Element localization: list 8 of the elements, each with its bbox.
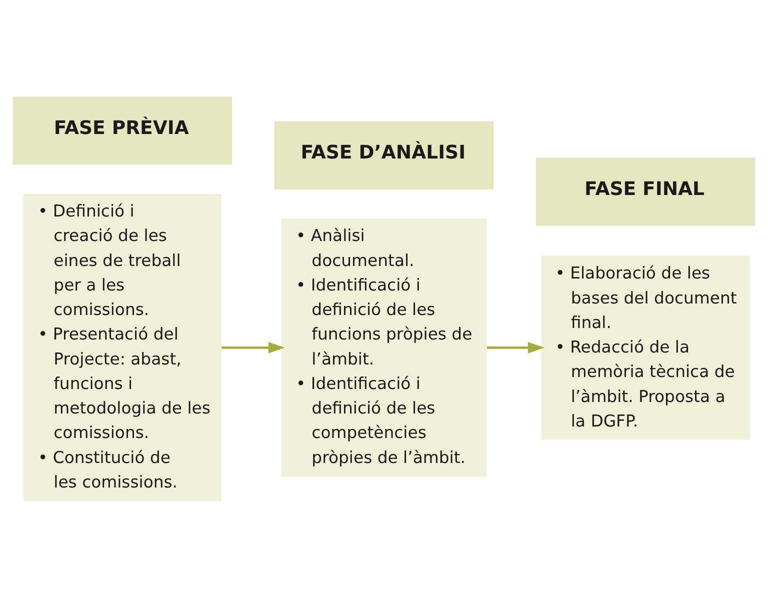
node-box: FASE PRÈVIA <box>12 96 232 165</box>
arrow <box>486 342 544 354</box>
node-box: FASE D’ANÀLISI <box>274 121 494 190</box>
node-box: • Definició i creació de les eines de treball per a les comissions. • Presentació del Projecte: abast, funcions i metodologia de les comissions. • Constitució de les comissions. <box>23 194 222 502</box>
node-box: • Anàlisi documental. • Identificació i definició de les funcions pròpies de l’àmbit. • Identificació i definició de les competències pròpies de l’àmbit. <box>281 218 487 477</box>
node-box: • Elaboració de les bases del document final. • Redacció de la memòria tècnica de l’àmbit. Proposta a la DGFP. <box>541 256 750 440</box>
node-box: FASE FINAL <box>536 158 756 226</box>
arrow <box>222 342 285 354</box>
